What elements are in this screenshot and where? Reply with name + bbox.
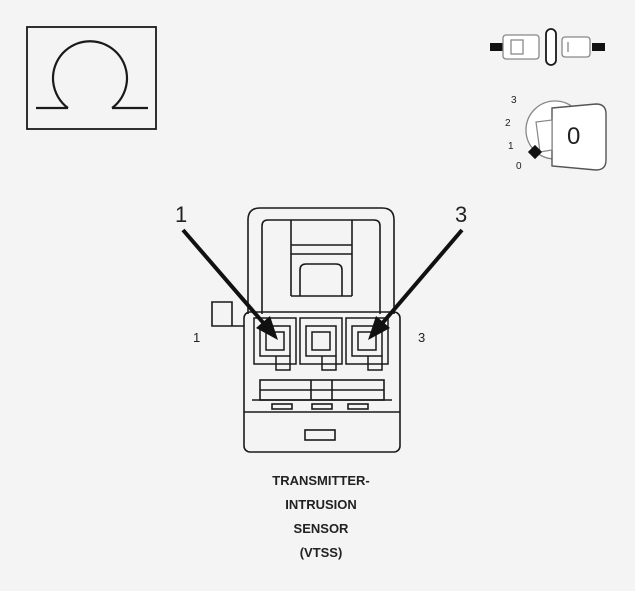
vtss-connector (211, 207, 401, 453)
pin-cavity-2 (299, 317, 343, 371)
component-caption: TRANSMITTER- INTRUSION SENSOR (VTSS) (221, 469, 421, 565)
ignition-pointer-icon (527, 144, 543, 160)
caption-line-1: TRANSMITTER- (272, 473, 370, 488)
pin-cavity-3 (345, 317, 389, 371)
caption-line-3: SENSOR (293, 521, 349, 536)
ignition-position-2: 2 (505, 118, 511, 129)
pin1-face-label: 1 (193, 330, 201, 345)
pin1-callout-label: 1 (175, 202, 188, 227)
pin3-callout-arrow (368, 228, 464, 340)
pin3-face-label: 3 (418, 330, 426, 345)
ignition-position-1: 1 (508, 141, 514, 152)
ignition-key-label: 0 (567, 123, 581, 150)
ignition-position-3: 3 (511, 95, 517, 106)
caption-line-4: (VTSS) (299, 545, 343, 560)
ignition-position-0: 0 (516, 161, 522, 172)
ignition-key-icon (525, 100, 607, 171)
connector-separated-icon (490, 28, 605, 66)
caption-line-2: INTRUSION (285, 497, 357, 512)
pin1-callout-arrow (181, 228, 278, 340)
pin3-callout-label: 3 (455, 202, 468, 227)
ohm-icon (26, 26, 157, 130)
